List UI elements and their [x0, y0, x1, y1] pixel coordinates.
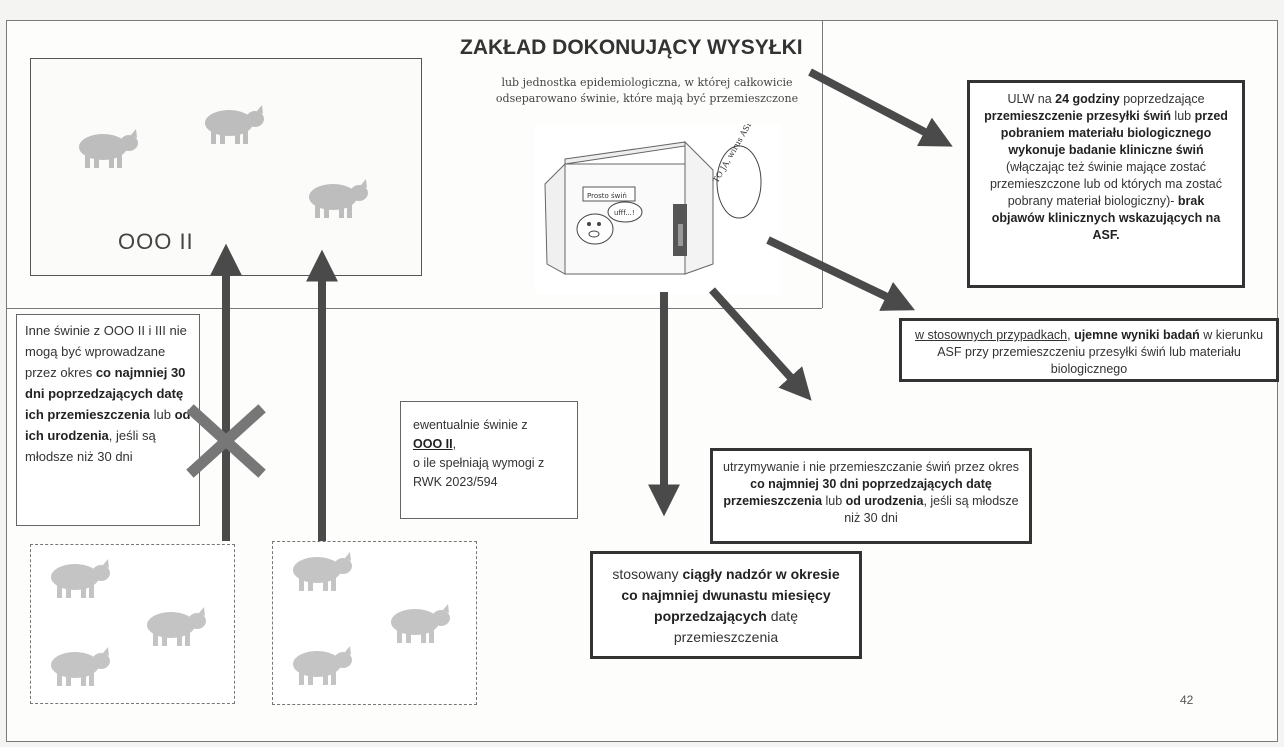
text: ewentualnie świnie z — [413, 418, 528, 432]
text: (włączając też świnie mające zostać prze… — [989, 160, 1223, 208]
text: datę przemieszczenia — [673, 608, 798, 645]
other-pigs-box: Inne świnie z OOO II i III nie mogą być … — [16, 314, 200, 526]
house-sign-text: Prosto świń — [587, 192, 627, 200]
possible-pigs-box: ewentualnie świnie z OOO II, o ile spełni… — [400, 401, 578, 519]
arrow-to-clinical-exam — [808, 68, 953, 147]
clinical-exam-box: ULW na 24 godziny poprzedzające przemies… — [967, 80, 1245, 288]
text: poprzedzające — [1119, 92, 1205, 106]
page-number: 42 — [1180, 693, 1194, 707]
text-bold: co najmniej 30 dni poprzedzających datę … — [25, 365, 186, 422]
text: , jeśli są młodsze niż 30 dni — [844, 494, 1019, 525]
pen-label: OOO II — [118, 229, 194, 254]
page-title: ZAKŁAD DOKONUJĄCY WYSYŁKI — [460, 36, 803, 59]
text-bold: brak objawów klinicznych wskazujących na… — [991, 194, 1221, 242]
divider-horizontal — [6, 308, 822, 309]
pig-bubble-text: ufff...! — [614, 209, 635, 217]
house-illustration: Prosto świń ufff...! TO JA, wirus ASF — [535, 119, 780, 294]
negative-tests-box: w stosownych przypadkach, ujemne wyniki … — [899, 318, 1279, 382]
supervision-box: stosowany ciągły nadzór w okresie co naj… — [590, 551, 862, 659]
text-bold: 24 godziny — [1055, 92, 1120, 106]
arrow-to-tests — [766, 236, 915, 311]
text: lub — [822, 494, 846, 508]
divider-vertical — [822, 20, 823, 308]
text-bold: przemieszczenie przesyłki świń — [984, 109, 1171, 123]
text-bold: co najmniej 30 dni poprzedzających datę … — [723, 477, 992, 508]
arrow-to-holding — [709, 287, 812, 401]
text: , jeśli są młodsze niż 30 dni — [25, 428, 156, 464]
text-bold: od urodzenia — [845, 494, 924, 508]
text-underlined: w stosownych przypadkach, — [914, 328, 1071, 342]
text: o ile spełniają wymogi z RWK 2023/594 — [413, 456, 545, 489]
virus-speech-bubble — [716, 145, 762, 219]
text: utrzymywanie i nie przemieszczanie świń … — [723, 460, 1019, 474]
text: , — [452, 437, 457, 451]
house-sign — [582, 186, 636, 202]
text-bold: od ich urodzenia — [25, 407, 191, 443]
holding-period-box: utrzymywanie i nie przemieszczanie świń … — [710, 448, 1032, 544]
text-bold-underlined: OOO II — [413, 437, 453, 451]
text: ULW na — [1007, 92, 1056, 106]
text-bold: przed pobraniem materiału biologicznego … — [1000, 109, 1228, 157]
pig-speech-bubble — [607, 201, 643, 223]
text: Inne świnie z OOO II i III nie mogą być … — [25, 323, 187, 380]
pen-ooo-ii — [30, 58, 422, 276]
cross-icon — [186, 404, 266, 478]
pig-group-2 — [272, 541, 477, 705]
page-subtitle: lub jednostka epidemiologiczna, w której… — [495, 76, 799, 105]
text: stosowany — [612, 566, 683, 582]
text-bold: ujemne wyniki badań — [1074, 328, 1200, 342]
text-bold: ciągły nadzór w okresie co najmniej dwun… — [621, 566, 840, 624]
text: lub — [150, 407, 175, 422]
text: w kierunku ASF przy przemieszczeniu prze… — [937, 328, 1264, 376]
pig-group-1 — [30, 544, 235, 704]
text: lub — [1170, 109, 1195, 123]
